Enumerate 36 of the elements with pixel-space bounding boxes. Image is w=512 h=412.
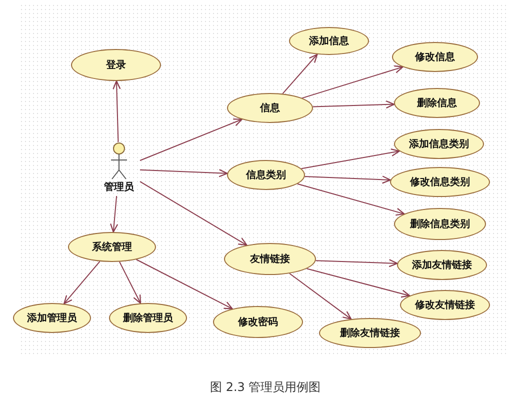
use-case-label: 友情链接 — [250, 254, 290, 264]
actor-label: 管理员 — [104, 182, 134, 193]
use-case-label: 登录 — [106, 60, 126, 70]
association-arrow — [112, 80, 121, 142]
use-case-label: 添加管理员 — [27, 312, 77, 324]
association-arrow — [110, 196, 118, 233]
use-case-label: 删除友情链接 — [340, 328, 400, 338]
use-case-label: 添加信息 — [309, 36, 349, 46]
use-case-label: 删除信息类别 — [410, 218, 470, 230]
association-arrow — [136, 259, 233, 310]
figure-caption: 图 2.3 管理员用例图 — [210, 381, 321, 394]
association-arrow — [300, 148, 400, 170]
association-arrow — [140, 118, 242, 162]
use-case-label: 信息 — [260, 102, 280, 114]
use-case-label: 删除管理员 — [123, 312, 173, 324]
use-case-label: 信息类别 — [246, 170, 286, 180]
association-arrow — [296, 183, 405, 216]
use-case-label: 删除信息 — [417, 98, 457, 108]
association-arrow — [315, 259, 398, 268]
association-arrow — [289, 272, 352, 320]
association-arrow — [282, 54, 318, 94]
use-case-label: 修改信息类别 — [410, 176, 470, 188]
association-arrow — [64, 260, 100, 304]
association-arrow — [312, 100, 395, 109]
association-arrow — [140, 181, 248, 246]
use-case-label: 系统管理 — [92, 242, 132, 252]
association-arrow — [302, 65, 404, 99]
association-arrow — [306, 268, 410, 298]
use-case-label: 修改友情链接 — [415, 300, 475, 310]
association-arrow — [140, 169, 228, 178]
use-case-label: 修改信息 — [415, 52, 455, 62]
association-arrow — [119, 261, 142, 304]
association-arrow — [304, 176, 391, 184]
use-case-label: 修改密码 — [238, 316, 278, 328]
use-case-label: 添加友情链接 — [412, 260, 472, 270]
use-case-label: 添加信息类别 — [409, 138, 469, 150]
